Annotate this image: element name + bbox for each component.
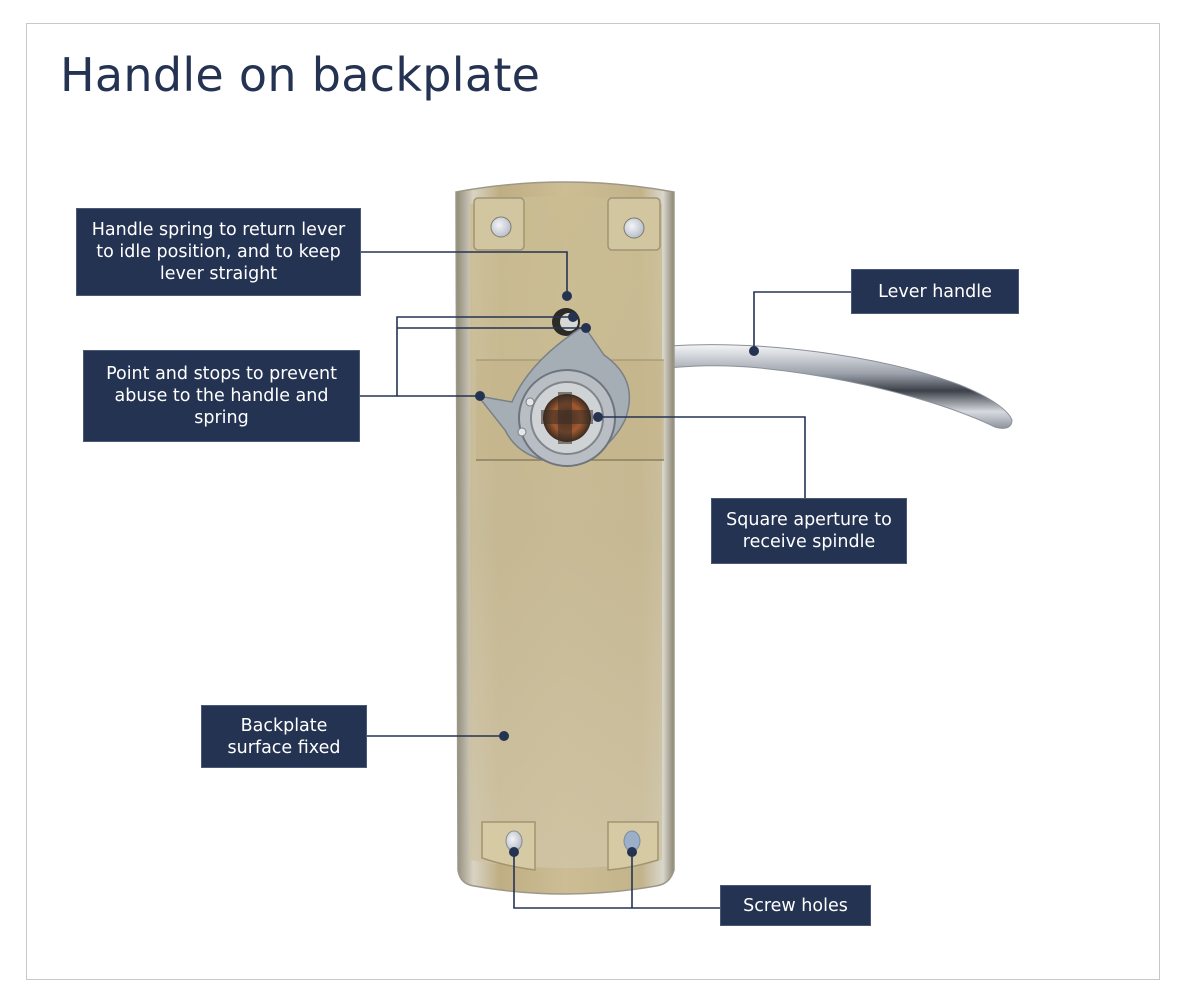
marker-dots bbox=[475, 291, 759, 857]
label-lever-handle: Lever handle bbox=[851, 269, 1019, 314]
label-point-and-stops: Point and stops to prevent abuse to the … bbox=[83, 350, 360, 442]
backplate-shape bbox=[455, 181, 675, 895]
lever-handle-shape bbox=[667, 344, 1013, 429]
label-square-aperture: Square aperture to receive spindle bbox=[711, 498, 907, 564]
label-backplate-surface: Backplate surface fixed bbox=[201, 705, 367, 768]
label-handle-spring: Handle spring to return lever to idle po… bbox=[76, 208, 361, 296]
page-title: Handle on backplate bbox=[60, 48, 541, 102]
label-screw-holes: Screw holes bbox=[720, 885, 871, 926]
leader-lines bbox=[360, 251, 851, 909]
